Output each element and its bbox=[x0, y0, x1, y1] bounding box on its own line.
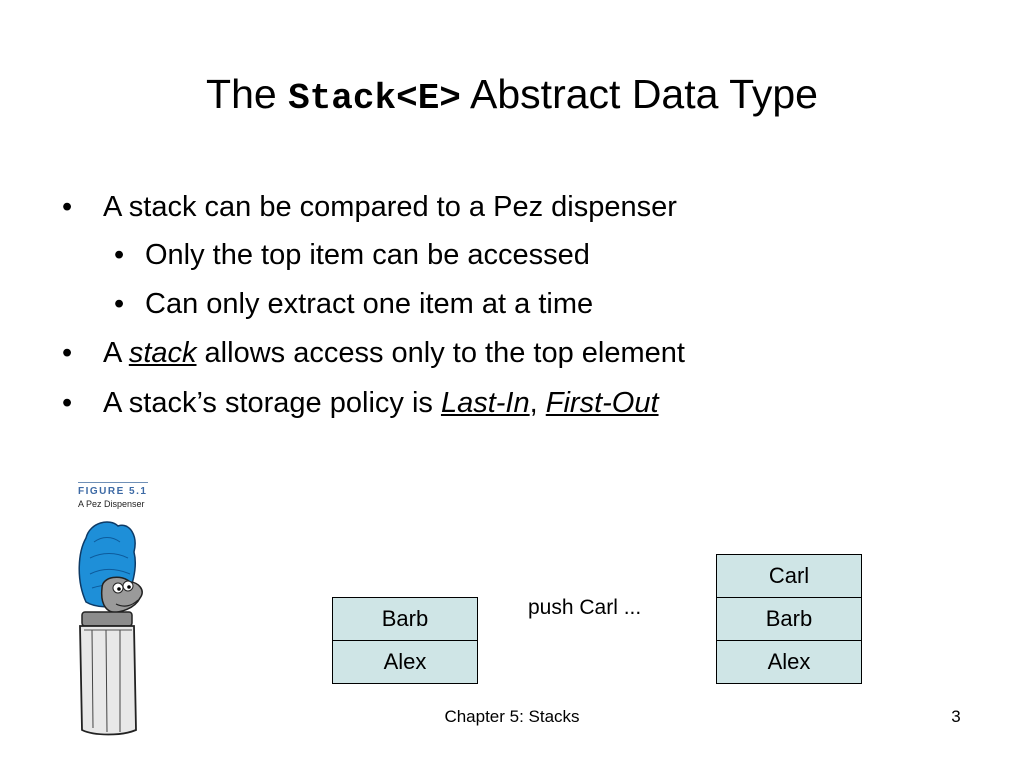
bullet-dot: • bbox=[114, 239, 125, 271]
bullet-text: Only the top item can be accessed bbox=[145, 239, 590, 271]
stack-after: Carl Barb Alex bbox=[716, 554, 862, 684]
emphasis-term: Last-In bbox=[440, 387, 530, 419]
stack-cell: Barb bbox=[333, 598, 477, 641]
bullet-text-post: allows access only to the top element bbox=[196, 337, 685, 369]
title-suffix: Abstract Data Type bbox=[460, 71, 818, 117]
stack-cell: Barb bbox=[717, 598, 861, 641]
bullet-dot: • bbox=[62, 387, 73, 419]
stack-cell: Alex bbox=[333, 641, 477, 683]
slide-title: The Stack<E> Abstract Data Type bbox=[0, 66, 1024, 127]
figure-caption: FIGURE 5.1 A Pez Dispenser bbox=[78, 482, 158, 510]
figure-label: FIGURE 5.1 bbox=[78, 486, 148, 497]
emphasis-term: stack bbox=[128, 337, 197, 369]
bullet-text: A stack allows access only to the top el… bbox=[103, 333, 685, 373]
title-code: Stack<E> bbox=[288, 78, 461, 119]
figure-rule bbox=[78, 482, 148, 483]
bullet-text-pre: A stack’s storage policy is bbox=[103, 387, 441, 419]
bullet-text: A stack can be compared to a Pez dispens… bbox=[103, 191, 677, 223]
bullet-dot: • bbox=[62, 337, 73, 369]
bullet-text: Can only extract one item at a time bbox=[145, 288, 594, 320]
push-operation-label: push Carl ... bbox=[528, 596, 642, 619]
bullet-dot: • bbox=[62, 191, 73, 223]
title-prefix: The bbox=[206, 71, 289, 117]
stack-cell: Alex bbox=[717, 641, 861, 683]
figure-caption-text: A Pez Dispenser bbox=[78, 499, 145, 509]
stack-cell: Carl bbox=[717, 555, 861, 598]
pez-dispenser-illustration bbox=[78, 521, 143, 736]
bullet-text-sep: , bbox=[529, 387, 546, 419]
emphasis-term: First-Out bbox=[545, 387, 659, 419]
stack-before: Barb Alex bbox=[332, 597, 478, 684]
bullet-dot: • bbox=[114, 288, 125, 320]
bullet-text: A stack’s storage policy is Last-In, Fir… bbox=[103, 383, 659, 423]
footer-chapter: Chapter 5: Stacks bbox=[444, 707, 580, 726]
bullet-text-pre: A bbox=[103, 337, 129, 369]
page-number: 3 bbox=[951, 707, 961, 726]
